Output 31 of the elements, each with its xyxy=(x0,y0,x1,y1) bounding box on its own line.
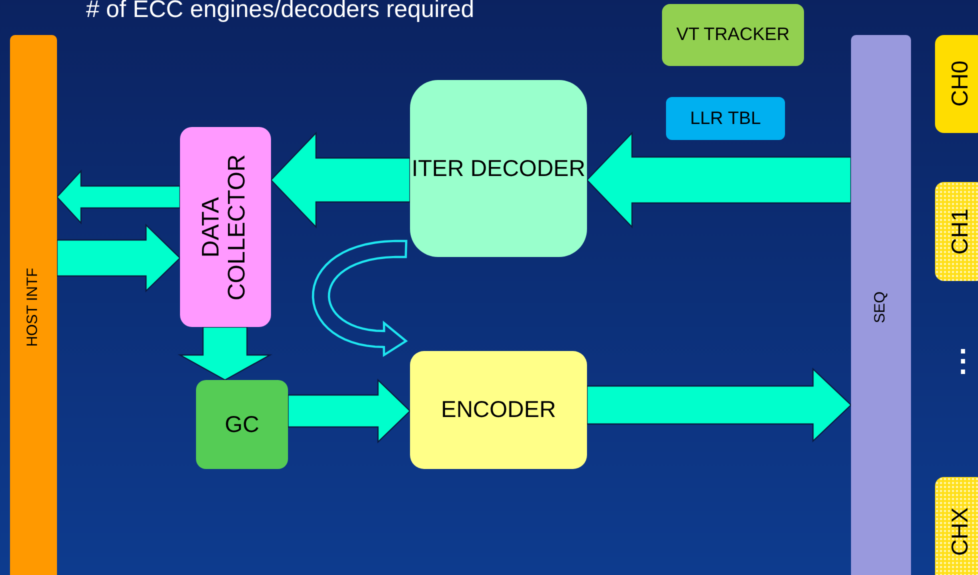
block-box xyxy=(666,97,785,140)
channel-tab xyxy=(935,477,978,575)
block-label: GC xyxy=(224,412,260,438)
block-arrow xyxy=(178,326,272,381)
block-arrow xyxy=(56,169,181,225)
block-label: ITER DECODER xyxy=(412,156,586,182)
sequencer-bar xyxy=(851,35,911,575)
block-label: VT TRACKER xyxy=(676,25,790,45)
block-label: CH1 xyxy=(947,208,973,254)
block-arrow xyxy=(287,378,411,444)
block-box xyxy=(410,80,587,257)
block-box xyxy=(410,351,587,469)
block-label: CHX xyxy=(947,508,973,556)
block-box xyxy=(180,127,271,327)
block-box xyxy=(196,380,288,469)
block-arrow xyxy=(56,224,181,292)
block-label: SEQ xyxy=(872,292,890,324)
block-arrow xyxy=(586,132,852,228)
block-label: ENCODER xyxy=(440,397,556,423)
block-box xyxy=(662,4,804,66)
block-label: HOST INTF xyxy=(25,268,42,347)
curved-arrow xyxy=(312,240,408,357)
block-label: CH0 xyxy=(947,60,973,107)
block-label: DATA COLLECTOR xyxy=(199,154,252,300)
block-arrow xyxy=(270,132,411,228)
interface-bar xyxy=(10,35,57,575)
ellipsis: ⋮ xyxy=(948,345,978,378)
block-label: LLR TBL xyxy=(690,108,761,128)
channel-tab xyxy=(935,182,978,281)
channel-tab xyxy=(935,35,978,133)
block-arrow xyxy=(586,368,852,442)
